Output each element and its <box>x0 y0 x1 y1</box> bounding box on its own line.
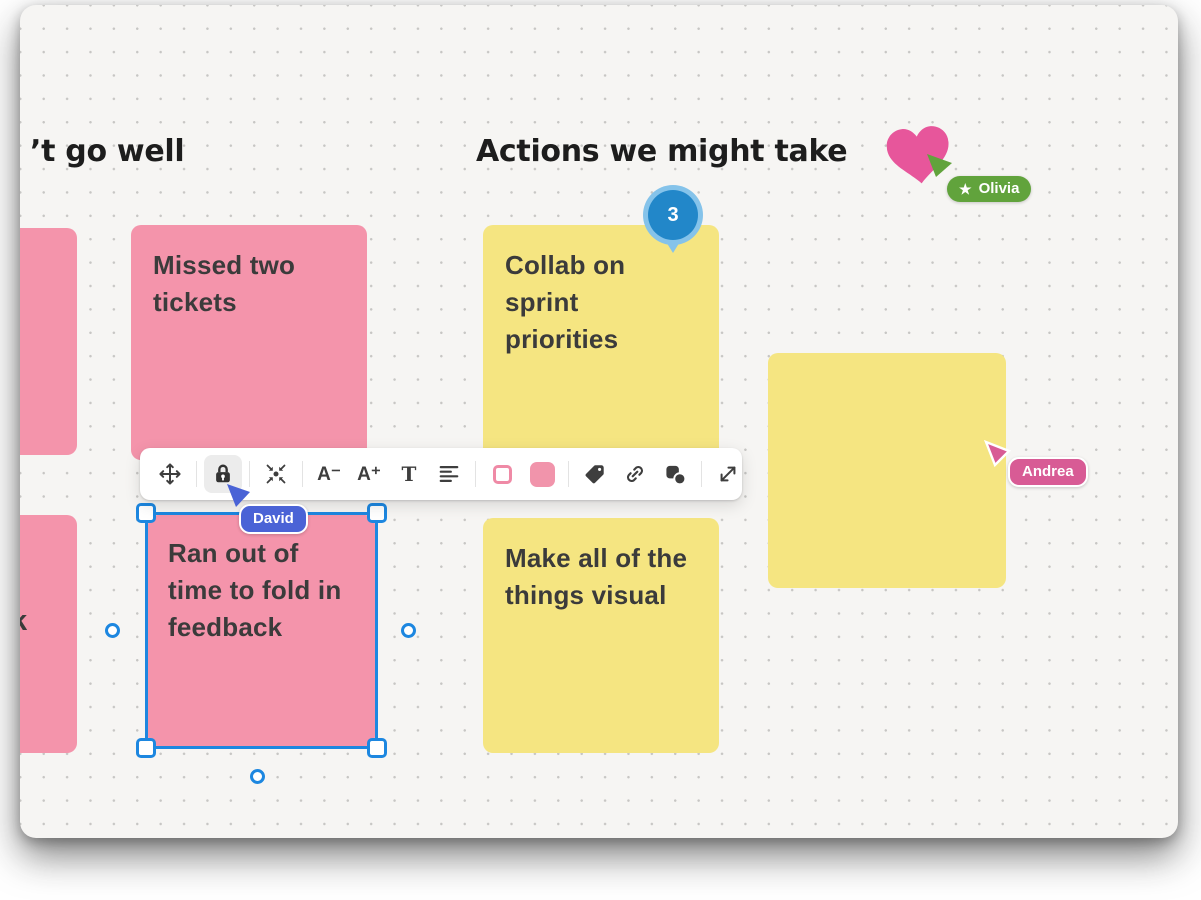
align-icon <box>439 466 459 482</box>
lock-icon <box>216 464 230 483</box>
align-tool-button[interactable] <box>430 455 468 493</box>
sticky-note-make-things-visual[interactable]: Make all of the things visual <box>483 518 719 753</box>
shapes-icon <box>665 465 686 485</box>
text-tool-button[interactable]: T <box>390 455 428 493</box>
shrink-to-fit-button[interactable] <box>257 455 295 493</box>
decrease-font-icon: A⁻ <box>317 463 341 485</box>
increase-font-button[interactable]: A⁺ <box>350 455 388 493</box>
lock-tool-button[interactable] <box>204 455 242 493</box>
shrink-to-fit-icon <box>266 464 286 484</box>
star-icon: ★ <box>959 180 972 197</box>
heading-didnt-go-well[interactable]: ’t go well <box>30 134 185 169</box>
sticky-note-partial-bottom-left[interactable]: k <box>20 515 77 753</box>
vote-count: 3 <box>648 190 698 240</box>
david-cursor-icon <box>226 483 252 514</box>
sticky-note-partial-top-left[interactable] <box>20 228 77 455</box>
selection-box <box>105 503 416 784</box>
olivia-name-tag: ★ Olivia <box>947 176 1032 202</box>
andrea-name-tag: Andrea <box>1008 457 1088 487</box>
link-icon <box>627 466 643 482</box>
sticky-note-collab-priorities[interactable]: Collab on sprint priorities <box>483 225 719 460</box>
note-text: Make all of the things visual <box>505 543 688 610</box>
andrea-cursor-icon <box>983 439 1012 473</box>
connect-handle-right[interactable] <box>401 622 416 638</box>
heading-actions-we-might-take[interactable]: Actions we might take <box>476 134 848 169</box>
context-toolbar: A⁻ A⁺ T <box>140 448 742 500</box>
vote-pin-badge[interactable]: 3 <box>643 185 703 253</box>
whiteboard-canvas[interactable]: ’t go well Actions we might take k Misse… <box>20 5 1178 838</box>
resize-handle-top-left[interactable] <box>136 503 156 523</box>
increase-font-icon: A⁺ <box>357 463 381 485</box>
resize-diagonal-icon <box>720 466 736 482</box>
note-text: Collab on sprint priorities <box>505 250 626 354</box>
link-tool-button[interactable] <box>616 455 654 493</box>
toolbar-separator <box>701 461 702 487</box>
border-color-button[interactable] <box>483 455 521 493</box>
tag-icon <box>585 465 604 484</box>
resize-handle-top-right[interactable] <box>367 503 387 523</box>
clipped-note-text: k <box>20 605 27 638</box>
tag-tool-button[interactable] <box>576 455 614 493</box>
fill-color-button[interactable] <box>523 455 561 493</box>
olivia-name-label: Olivia <box>978 180 1020 197</box>
sticky-note-missed-tickets[interactable]: Missed two tickets <box>131 225 367 460</box>
connect-handle-left[interactable] <box>105 622 120 638</box>
resize-handle-bottom-right[interactable] <box>367 738 387 758</box>
toolbar-separator <box>475 461 476 487</box>
resize-handle-bottom-left[interactable] <box>136 738 156 758</box>
sticky-note-empty[interactable] <box>768 353 1006 588</box>
fill-color-swatch <box>529 461 555 487</box>
connect-handle-bottom[interactable] <box>249 769 265 784</box>
resize-tool-button[interactable] <box>709 455 747 493</box>
toolbar-separator <box>196 461 197 487</box>
toolbar-separator <box>249 461 250 487</box>
toolbar-separator <box>302 461 303 487</box>
decrease-font-button[interactable]: A⁻ <box>310 455 348 493</box>
move-tool-button[interactable] <box>151 455 189 493</box>
sticky-note-ran-out-of-time[interactable]: Ran out of time to fold in feedback <box>148 515 375 746</box>
note-text: Missed two tickets <box>153 250 296 317</box>
move-icon <box>159 463 181 485</box>
shapes-tool-button[interactable] <box>656 455 694 493</box>
note-text: Ran out of time to fold in feedback <box>168 538 342 642</box>
david-name-tag: David <box>239 504 308 534</box>
toolbar-separator <box>568 461 569 487</box>
text-tool-icon: T <box>401 462 417 486</box>
border-color-swatch <box>492 464 512 484</box>
olivia-cursor-icon <box>925 153 953 183</box>
